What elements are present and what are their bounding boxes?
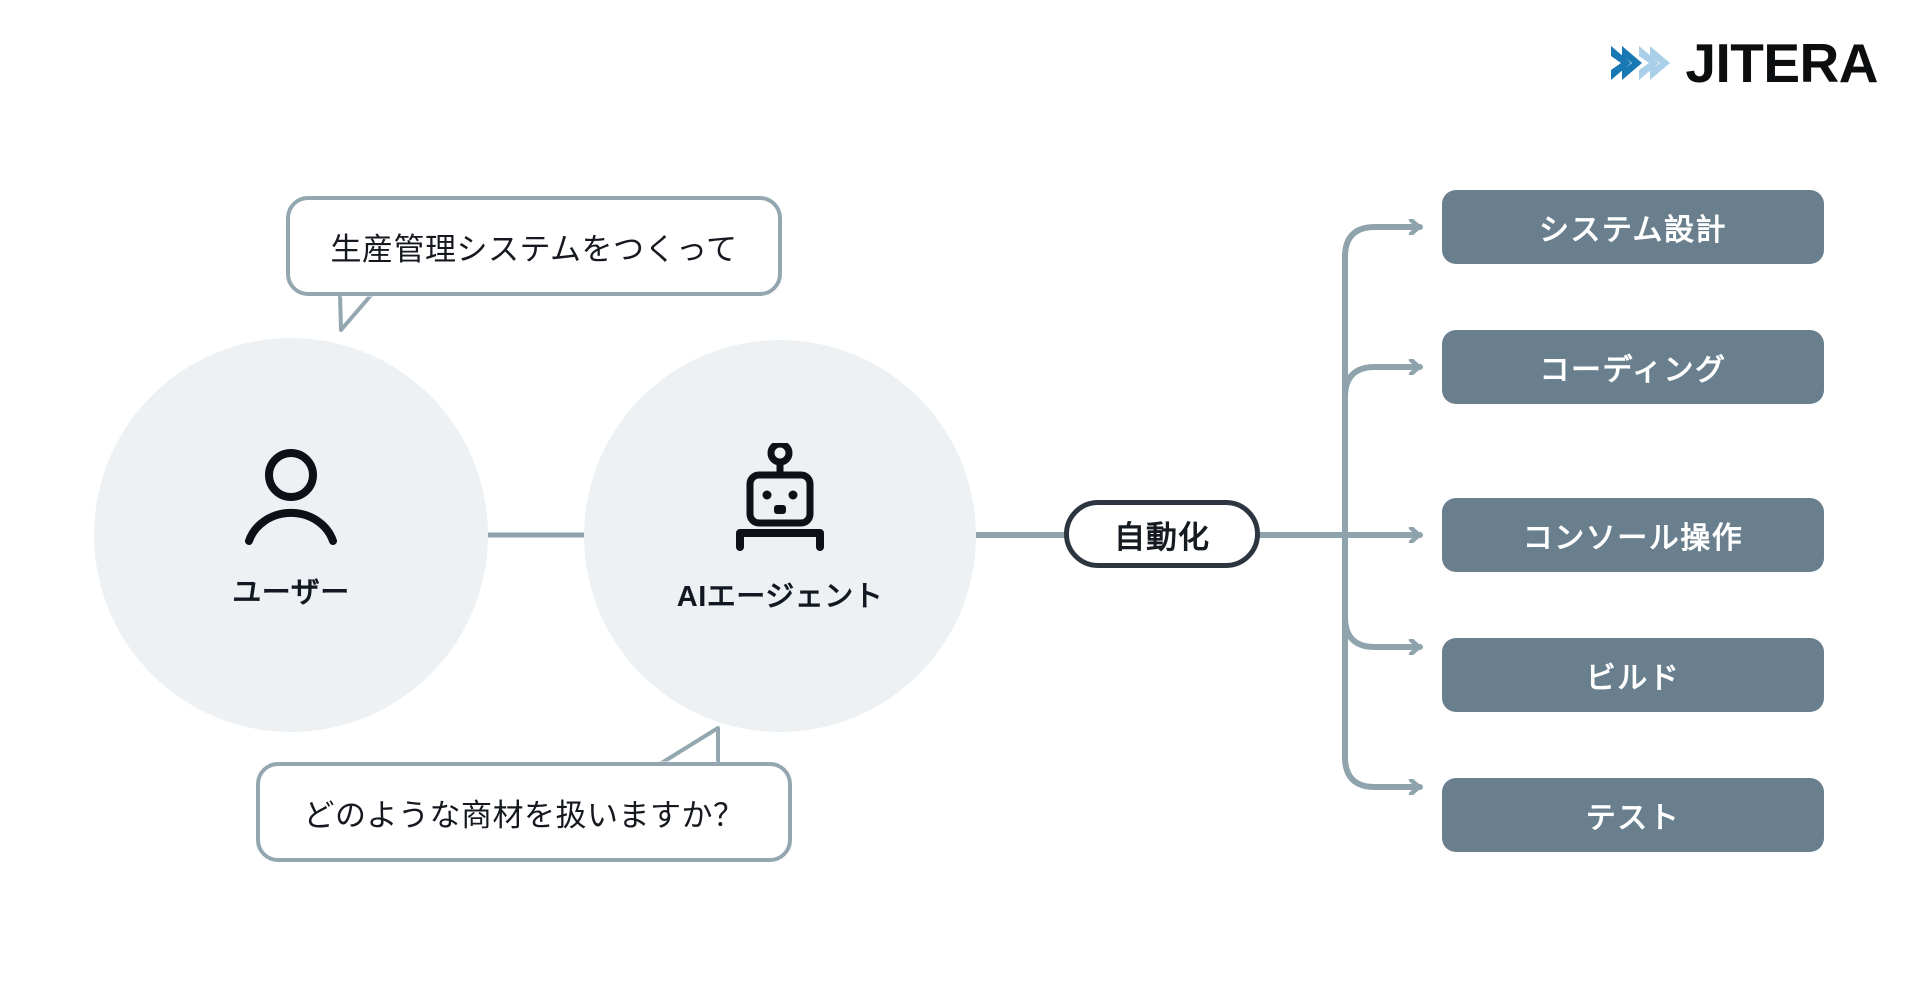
node-user-label: ユーザー [232,577,350,609]
robot-icon [736,443,824,551]
automation-pill[interactable]: 自動化 [1064,500,1260,568]
speech-bubble-request-text: 生産管理システムをつくって [330,231,738,267]
task-box-label: システム設計 [1538,214,1728,247]
node-ai-agent[interactable]: AIエージェント [584,340,976,732]
task-box-system-design[interactable]: システム設計 [1442,190,1824,264]
bubble-tail-bottom [658,726,720,767]
task-box-label: コーディング [1539,354,1727,387]
task-box-test[interactable]: テスト [1442,778,1824,852]
speech-bubble-request: 生産管理システムをつくって [286,196,782,296]
brand-wordmark: JITERA [1685,31,1878,94]
task-box-label: コンソール操作 [1522,522,1744,555]
task-box-label: ビルド [1585,662,1681,695]
double-chevron-icon [1611,46,1671,80]
node-ai-agent-label: AIエージェント [676,581,884,613]
task-box-build[interactable]: ビルド [1442,638,1824,712]
speech-bubble-question: どのような商材を扱いますか？ [256,762,792,862]
person-icon [245,449,337,545]
task-box-coding[interactable]: コーディング [1442,330,1824,404]
bubble-tail-top [338,291,374,332]
node-user[interactable]: ユーザー [94,338,488,732]
branch-connectors [1342,227,1423,787]
speech-bubble-question-text: どのような商材を扱いますか？ [303,797,745,833]
brand-logo: JITERA [1609,34,1878,92]
task-box-label: テスト [1585,802,1681,835]
task-box-console-operation[interactable]: コンソール操作 [1442,498,1824,572]
automation-pill-label: 自動化 [1114,519,1210,555]
